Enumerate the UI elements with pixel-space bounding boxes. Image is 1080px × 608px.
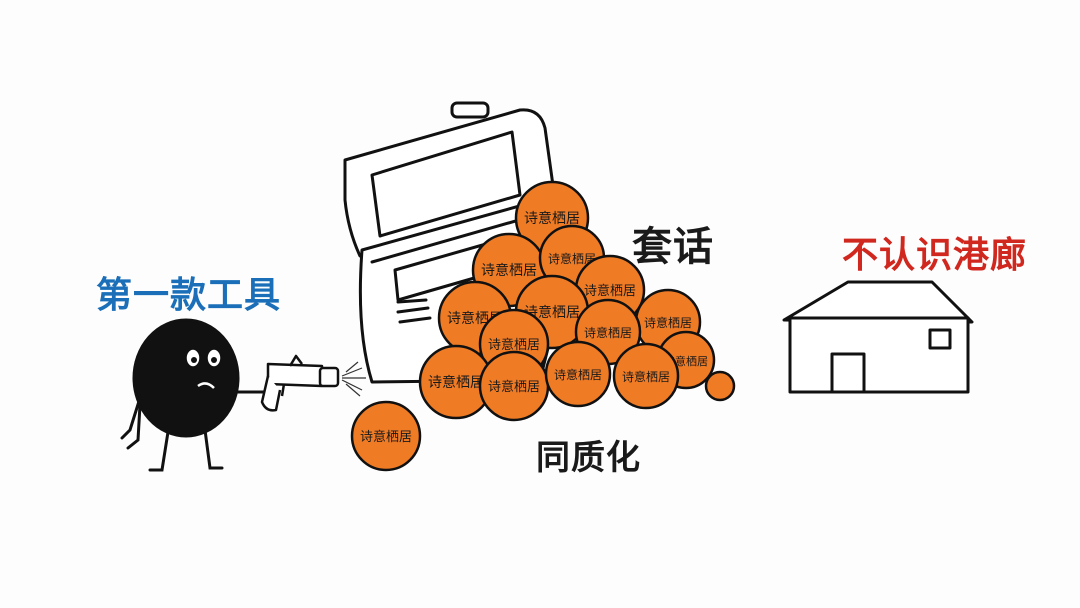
ball-label: 诗意栖居 [524, 210, 580, 227]
ball-label: 诗意栖居 [644, 315, 692, 330]
spray-gun-icon [260, 354, 340, 412]
ball-label: 诗意栖居 [554, 367, 602, 382]
spray-mist [341, 361, 366, 397]
orange-ball [612, 342, 680, 410]
ball-label: 诗意栖居 [488, 337, 540, 353]
ball-label: 诗意栖居 [481, 262, 537, 279]
ball-label: 诗意栖居 [584, 325, 632, 340]
ball-label: 诗意栖居 [488, 379, 540, 395]
ball-label: 诗意栖居 [360, 429, 412, 445]
tool-label: 第一款工具 [96, 275, 282, 316]
ball-label: 诗意栖居 [584, 283, 636, 299]
cliche-label: 套话 [632, 224, 714, 270]
homogenization-label: 同质化 [536, 438, 641, 478]
orange-balls-pile: 诗意栖居诗意栖居诗意栖居诗意栖居诗意栖居诗意栖居诗意栖居诗意栖居诗意栖居诗意栖居… [350, 180, 736, 472]
character-face [185, 348, 222, 389]
ball-label: 诗意栖居 [548, 251, 596, 266]
house-icon [782, 280, 974, 394]
orange-ball [544, 340, 612, 408]
orange-ball [704, 370, 736, 402]
ball-label: 诗意栖居 [524, 304, 580, 321]
gallery-label: 不认识港廊 [842, 235, 1028, 276]
black-blob-character [120, 318, 268, 472]
ball-label: 诗意栖居 [428, 374, 484, 391]
orange-ball [350, 400, 422, 472]
ball-label: 诗意栖居 [622, 369, 670, 384]
